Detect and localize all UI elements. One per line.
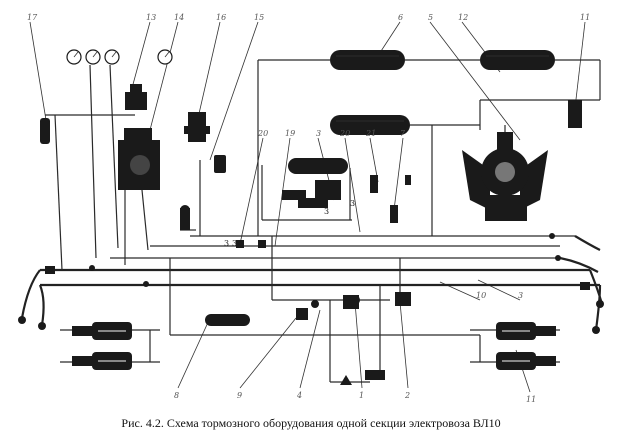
brake-cylinders [72, 322, 556, 370]
callout-3-mid: 3 [316, 129, 321, 138]
main-pipes [40, 59, 601, 383]
callout-8: 8 [174, 391, 179, 400]
inline-pipe-labels: 3 3 3 3 [224, 199, 355, 248]
callout-20a: 20 [257, 129, 268, 138]
callout-11-bottom: 11 [526, 395, 536, 404]
auxiliary-brake-valve [184, 112, 210, 142]
compressor [462, 125, 548, 221]
callout-21: 21 [365, 129, 376, 138]
drivers-brake-valve [118, 84, 160, 190]
pipe-label-3d: 3 [324, 207, 329, 216]
callout-17: 17 [27, 13, 38, 22]
callout-3-bottom: 3 [518, 291, 523, 300]
callout-7: 7 [400, 129, 406, 138]
callout-9: 9 [237, 391, 242, 400]
main-reservoirs [205, 50, 555, 326]
side-devices [40, 100, 582, 248]
callouts-bottom: 8 9 4 1 2 10 3 11 [174, 291, 536, 404]
callouts-mid: 20 19 3 20 21 7 [257, 129, 406, 138]
pressure-gauges [66, 49, 173, 65]
callout-20b: 20 [339, 129, 350, 138]
callout-13: 13 [146, 13, 156, 22]
end-valves [18, 233, 604, 334]
callout-10: 10 [476, 291, 486, 300]
end-hoses [20, 235, 604, 331]
callout-15: 15 [254, 13, 264, 22]
pipe-label-3a: 3 [224, 239, 229, 248]
pipe-valves [89, 265, 411, 385]
callout-1: 1 [359, 391, 364, 400]
pipe-label-3c: 3 [350, 199, 355, 208]
pipe-label-3b: 3 [232, 239, 237, 248]
callout-2: 2 [404, 391, 410, 400]
callouts-top: 17 13 14 16 15 6 5 12 11 [27, 13, 590, 22]
callout-14: 14 [174, 13, 184, 22]
figure-caption: Рис. 4.2. Схема тормозного оборудования … [121, 416, 501, 430]
callout-4: 4 [296, 391, 302, 400]
callout-19: 19 [285, 129, 295, 138]
callout-16: 16 [216, 13, 226, 22]
callout-12: 12 [458, 13, 468, 22]
callout-5: 5 [428, 13, 433, 22]
callout-6: 6 [398, 13, 403, 22]
callout-11-top: 11 [580, 13, 590, 22]
